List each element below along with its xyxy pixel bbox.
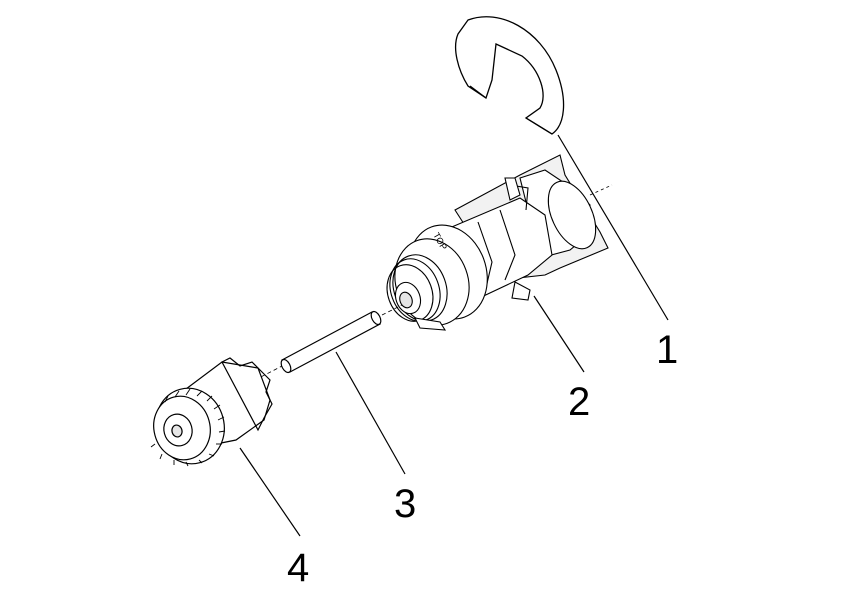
spindle-pin-part — [255, 305, 402, 380]
leader-line-3 — [336, 352, 405, 474]
axis-centerline — [590, 185, 612, 195]
callout-1: 1 — [656, 328, 679, 372]
leader-lines — [240, 135, 668, 536]
cartridge-housing-part: TOP — [379, 155, 608, 336]
callout-4: 4 — [287, 546, 310, 590]
leader-line-4 — [240, 448, 300, 536]
retaining-clip-part — [456, 17, 564, 134]
leader-line-2 — [534, 296, 584, 372]
callout-3: 3 — [394, 482, 417, 526]
leader-line-1 — [558, 135, 668, 320]
splined-knob-part — [147, 358, 272, 472]
callout-2: 2 — [568, 380, 591, 424]
